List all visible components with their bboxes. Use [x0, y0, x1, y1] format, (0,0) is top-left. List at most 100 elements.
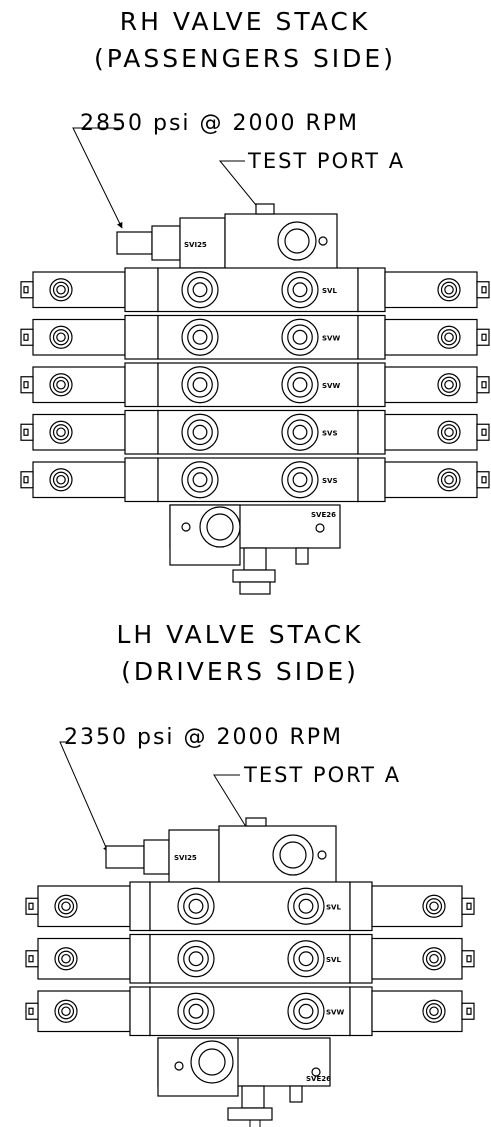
rh-relief-block: SVI25 [116, 203, 338, 271]
coil-nut-left [49, 278, 73, 302]
spool-cap-left [124, 267, 159, 313]
lh-title-line1: LH VALVE STACK [116, 620, 363, 649]
rh-title-line2: (PASSENGERS SIDE) [94, 44, 396, 73]
lh-test-port-fitting [105, 845, 145, 869]
coil-right [384, 271, 478, 309]
work-port-b [281, 461, 319, 499]
lh-inlet-block: SVE26 [157, 1037, 331, 1127]
coil-left [32, 461, 126, 499]
spool-cap-left [124, 457, 159, 503]
work-port-a [177, 940, 215, 978]
coil-right [371, 937, 463, 980]
lh-section-2: SVL [25, 933, 475, 984]
work-port-b [281, 366, 319, 404]
coil-left [37, 885, 131, 928]
coil-right [384, 413, 478, 451]
work-port-a [181, 366, 219, 404]
spool-cap-right [357, 409, 386, 455]
coil-left [32, 413, 126, 451]
coil-nut-left [49, 373, 73, 397]
rh-test-port-leader [218, 160, 257, 206]
section-label: SVL [322, 287, 337, 295]
rh-test-port [255, 203, 275, 215]
lh-pressure-leader [59, 741, 109, 853]
lh-title-line2: (DRIVERS SIDE) [121, 657, 359, 686]
rh-relief-valve [179, 217, 226, 269]
lh-test-port-leader [213, 774, 249, 831]
coil-right [384, 461, 478, 499]
coil-nut-left [49, 420, 73, 444]
coil-nut-right [437, 325, 461, 349]
coil-nut-right [422, 894, 446, 918]
rh-test-port-text: TEST PORT A [247, 149, 405, 173]
work-port-b [281, 413, 319, 451]
rh-inlet-block: SVE26 [169, 504, 341, 595]
rh-test-port-fitting [116, 231, 153, 255]
section-label: SVL [326, 956, 341, 964]
rh-section-5: SVS [20, 457, 490, 503]
lh-section-3: SVW [25, 986, 475, 1037]
coil-nut-left [49, 325, 73, 349]
lh-inlet-label: SVE26 [306, 1075, 331, 1083]
work-port-a [181, 413, 219, 451]
work-port-b [287, 887, 325, 925]
work-port-a [181, 271, 219, 309]
lh-pressure-callout: 2350 psi @ 2000 RPM [59, 725, 343, 853]
rh-inlet-label: SVE26 [311, 511, 336, 519]
rh-stack: RH VALVE STACK (PASSENGERS SIDE) 2850 ps… [20, 7, 490, 595]
coil-left [32, 366, 126, 404]
coil-left [37, 937, 131, 980]
spool-cap-left [129, 881, 151, 932]
coil-right [371, 990, 463, 1033]
coil-right [371, 885, 463, 928]
rh-title-line1: RH VALVE STACK [120, 7, 370, 36]
coil-nut-right [437, 468, 461, 492]
spool-cap-right [357, 457, 386, 503]
rh-pressure-text: 2850 psi @ 2000 RPM [80, 111, 359, 136]
spool-cap-right [349, 933, 373, 984]
spool-cap-right [357, 362, 386, 408]
work-port-a [177, 992, 215, 1030]
spool-cap-left [124, 409, 159, 455]
section-label: SVW [322, 334, 340, 342]
work-port-a [181, 318, 219, 356]
lh-stack: LH VALVE STACK (DRIVERS SIDE) 2350 psi @… [25, 620, 475, 1127]
coil-nut-left [49, 468, 73, 492]
coil-nut-right [437, 278, 461, 302]
rh-pressure-callout: 2850 psi @ 2000 RPM [72, 111, 359, 229]
spool-cap-left [129, 986, 151, 1037]
lh-relief-valve [168, 829, 220, 886]
lh-sections: SVL SVL SVW [25, 881, 475, 1037]
lh-test-port [245, 817, 267, 827]
lh-section-1: SVL [25, 881, 475, 932]
coil-nut-right [437, 373, 461, 397]
work-port-b [287, 992, 325, 1030]
lh-pressure-text: 2350 psi @ 2000 RPM [64, 725, 343, 750]
coil-nut-right [422, 947, 446, 971]
rh-test-port-callout: TEST PORT A [218, 149, 405, 206]
work-port-a [177, 887, 215, 925]
lh-test-port-callout: TEST PORT A [213, 763, 399, 831]
rh-section-3: SVW [20, 362, 490, 408]
coil-right [384, 318, 478, 356]
section-label: SVS [322, 477, 338, 485]
work-port-a [181, 461, 219, 499]
rh-relief-label: SVI25 [184, 241, 207, 249]
work-port-b [281, 318, 319, 356]
coil-nut-left [54, 894, 78, 918]
spool-cap-left [124, 362, 159, 408]
lh-relief-label: SVI25 [174, 854, 197, 862]
coil-nut-right [437, 420, 461, 444]
rh-section-1: SVL [20, 267, 490, 313]
spool-cap-left [124, 314, 159, 360]
section-label: SVW [326, 1008, 344, 1016]
coil-nut-left [54, 999, 78, 1023]
section-label: SVL [326, 903, 341, 911]
coil-nut-right [422, 999, 446, 1023]
spool-cap-right [357, 267, 386, 313]
rh-section-4: SVS [20, 409, 490, 455]
work-port-b [281, 271, 319, 309]
coil-left [37, 990, 131, 1033]
